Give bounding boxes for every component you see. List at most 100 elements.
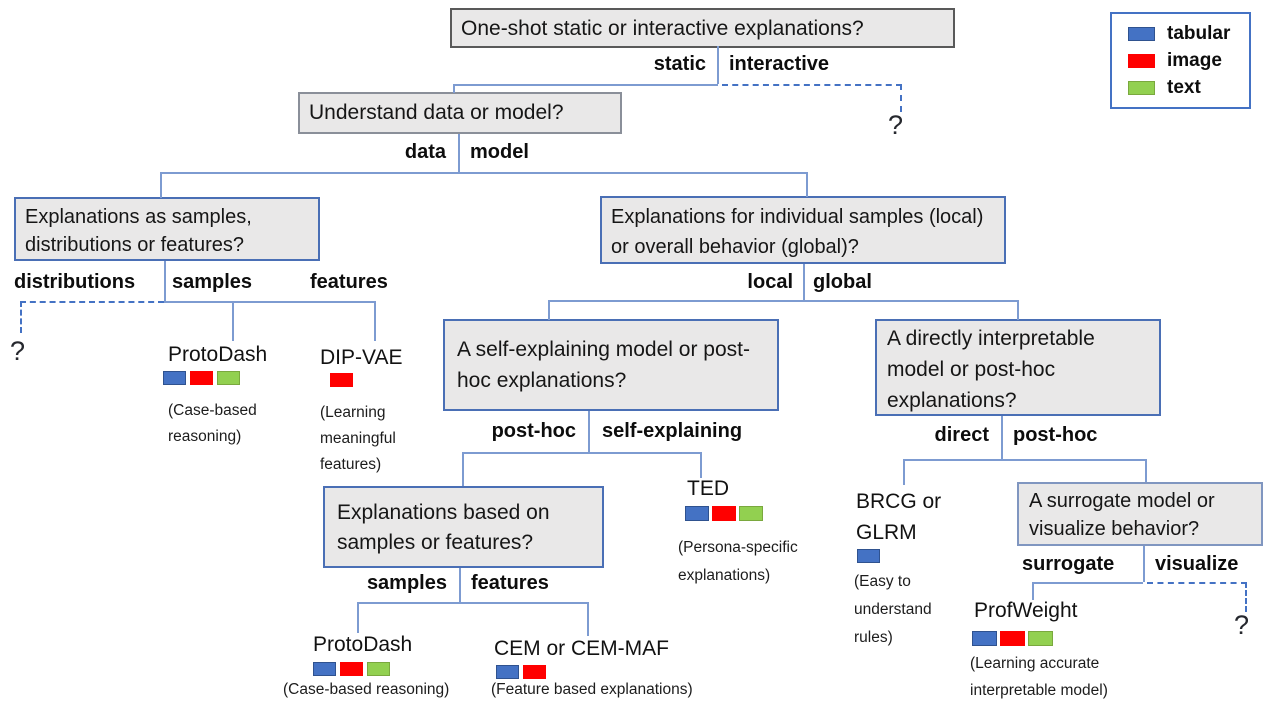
branch-direct: direct <box>934 424 989 446</box>
text-square-icon <box>367 662 390 676</box>
branch-distributions: distributions <box>14 271 136 293</box>
legend-label-text: text <box>1167 76 1201 98</box>
branch-local: local <box>747 271 793 293</box>
unknown-distributions-marker: ? <box>10 336 26 366</box>
method-dip-vae: DIP-VAE <box>320 346 403 369</box>
question-direct-or-posthoc: A directly interpretable model or post-h… <box>875 319 1161 416</box>
modality-squares-cem <box>496 665 546 679</box>
unknown-interactive-marker: ? <box>888 110 904 140</box>
branch-features: features <box>310 271 388 293</box>
legend-item-tabular: tabular <box>1128 23 1249 45</box>
connector-posthoc-drop <box>462 452 464 486</box>
tabular-square-icon <box>313 662 336 676</box>
image-square-icon <box>523 665 546 679</box>
branch-post-hoc-2: post-hoc <box>1013 424 1098 446</box>
connector-static-drop <box>453 84 455 93</box>
connector-interactive-dashed-v <box>900 84 902 112</box>
method-cem: CEM or CEM-MAF <box>494 637 669 660</box>
connector-ted-drop <box>700 452 702 478</box>
method-brcg: BRCG or GLRM <box>856 490 942 544</box>
connector-posthoc-selfexp-divider <box>588 411 590 452</box>
connector-samples-features2-elbow <box>357 602 587 604</box>
method-brcg-desc: (Easy to understand rules) <box>854 573 932 646</box>
legend-label-tabular: tabular <box>1167 22 1231 44</box>
connector-surrogate-visualize-divider <box>1143 546 1145 582</box>
method-protodash-local-desc: (Case-based reasoning) <box>283 681 450 698</box>
modality-squares-protodash-data <box>163 371 240 385</box>
question-root: One-shot static or interactive explanati… <box>450 8 955 48</box>
connector-model-drop <box>806 172 808 197</box>
method-protodash-data-desc: (Case-based reasoning) <box>168 402 257 445</box>
connector-distributions-dashed-h <box>20 301 164 303</box>
tabular-square-icon <box>496 665 519 679</box>
branch-static: static <box>653 53 706 75</box>
branch-surrogate: surrogate <box>1022 553 1115 575</box>
connector-global-drop <box>1017 300 1019 320</box>
legend-label-image: image <box>1167 49 1222 71</box>
branch-samples-2: samples <box>366 572 447 594</box>
branch-samples: samples <box>172 271 253 293</box>
tabular-square-icon <box>972 631 997 646</box>
method-protodash-local: ProtoDash <box>313 633 413 656</box>
modality-squares-protodash-local <box>313 662 390 676</box>
text-square-icon <box>1128 80 1155 95</box>
legend-item-text: text <box>1128 77 1249 99</box>
method-profweight-desc: (Learning accurate interpretable model) <box>970 655 1108 699</box>
connector-protodash-drop <box>232 301 234 341</box>
connector-direct-posthoc-divider <box>1001 416 1003 459</box>
image-square-icon <box>330 373 353 387</box>
branch-global: global <box>813 271 872 293</box>
connector-distributions-dashed-v <box>20 301 22 333</box>
connector-visualize-dashed-h <box>1147 582 1247 584</box>
connector-local-global-elbow <box>548 300 1018 302</box>
question-samples-or-features: Explanations based on samples or feature… <box>323 486 604 568</box>
branch-post-hoc: post-hoc <box>491 420 576 442</box>
tabular-square-icon <box>685 506 709 521</box>
image-square-icon <box>1000 631 1025 646</box>
tabular-square-icon <box>857 549 880 563</box>
image-square-icon <box>712 506 736 521</box>
connector-protodash2-drop <box>357 602 359 633</box>
question-samples-distributions-features: Explanations as samples, distributions o… <box>14 197 320 261</box>
legend-item-image: image <box>1128 50 1249 72</box>
connector-local-drop <box>548 300 550 320</box>
connector-dist-samples-divider <box>164 261 166 301</box>
connector-root-divider <box>717 46 719 84</box>
connector-brcg-drop <box>903 459 905 485</box>
question-understand-data-or-model: Understand data or model? <box>298 92 622 134</box>
modality-squares-dip-vae <box>330 373 353 387</box>
branch-model: model <box>470 141 529 163</box>
modality-legend: tabular image text <box>1110 12 1251 109</box>
connector-surrogate-elbow <box>1032 582 1143 584</box>
question-surrogate-or-visualize: A surrogate model or visualize behavior? <box>1017 482 1263 546</box>
branch-visualize: visualize <box>1155 553 1239 575</box>
unknown-visualize-marker: ? <box>1234 610 1250 640</box>
tabular-square-icon <box>163 371 186 385</box>
method-dip-vae-desc: (Learning meaningful features) <box>320 404 396 473</box>
connector-static-elbow <box>453 84 718 86</box>
branch-data: data <box>404 141 446 163</box>
connector-local-global-divider <box>803 264 805 300</box>
text-square-icon <box>739 506 763 521</box>
connector-data-drop <box>160 172 162 198</box>
connector-surrogate-box-drop <box>1145 459 1147 482</box>
connector-direct-posthoc-elbow <box>903 459 1145 461</box>
connector-visualize-dashed-v <box>1245 582 1247 612</box>
text-square-icon <box>217 371 240 385</box>
method-ted-desc: (Persona-specific explanations) <box>678 539 798 584</box>
method-profweight: ProfWeight <box>974 599 1078 622</box>
method-protodash-data: ProtoDash <box>168 343 268 366</box>
modality-squares-ted <box>685 506 763 521</box>
modality-squares-profweight <box>972 631 1053 646</box>
question-self-explaining-or-posthoc: A self-explaining model or post-hoc expl… <box>443 319 779 411</box>
connector-posthoc-selfexp-elbow <box>462 452 700 454</box>
method-cem-desc: (Feature based explanations) <box>491 681 693 698</box>
connector-cem-drop <box>587 602 589 636</box>
text-square-icon <box>1028 631 1053 646</box>
connector-profweight-drop <box>1032 582 1034 600</box>
connector-interactive-dashed-h <box>722 84 902 86</box>
branch-self-explaining: self-explaining <box>602 420 743 442</box>
connector-data-model-elbow <box>160 172 807 174</box>
image-square-icon <box>1128 53 1155 68</box>
image-square-icon <box>340 662 363 676</box>
